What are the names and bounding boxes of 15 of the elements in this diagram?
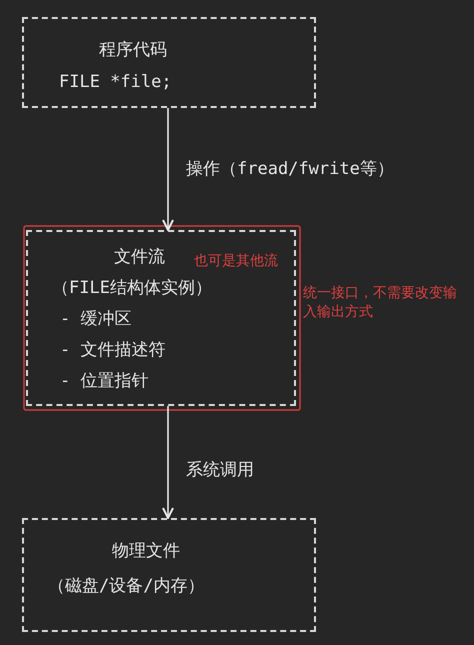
list-item: - 文件描述符 bbox=[60, 339, 166, 361]
box-title: 程序代码 bbox=[99, 39, 167, 61]
arrow bbox=[162, 406, 174, 519]
file-box bbox=[22, 518, 316, 632]
code-line: FILE *file; bbox=[59, 71, 172, 93]
box-title: 物理文件 bbox=[112, 540, 180, 562]
side-note: 统一接口，不需要改变输入输出方式 bbox=[303, 284, 458, 322]
list-item: （磁盘/设备/内存） bbox=[48, 575, 204, 597]
box-title: 文件流 bbox=[114, 246, 165, 268]
list-item: （FILE结构体实例） bbox=[52, 277, 212, 299]
list-item: - 缓冲区 bbox=[60, 308, 132, 330]
annotation-note: 也可是其他流 bbox=[194, 252, 278, 271]
arrow bbox=[162, 108, 174, 231]
code-box bbox=[22, 17, 316, 108]
list-item: - 位置指针 bbox=[60, 370, 148, 392]
